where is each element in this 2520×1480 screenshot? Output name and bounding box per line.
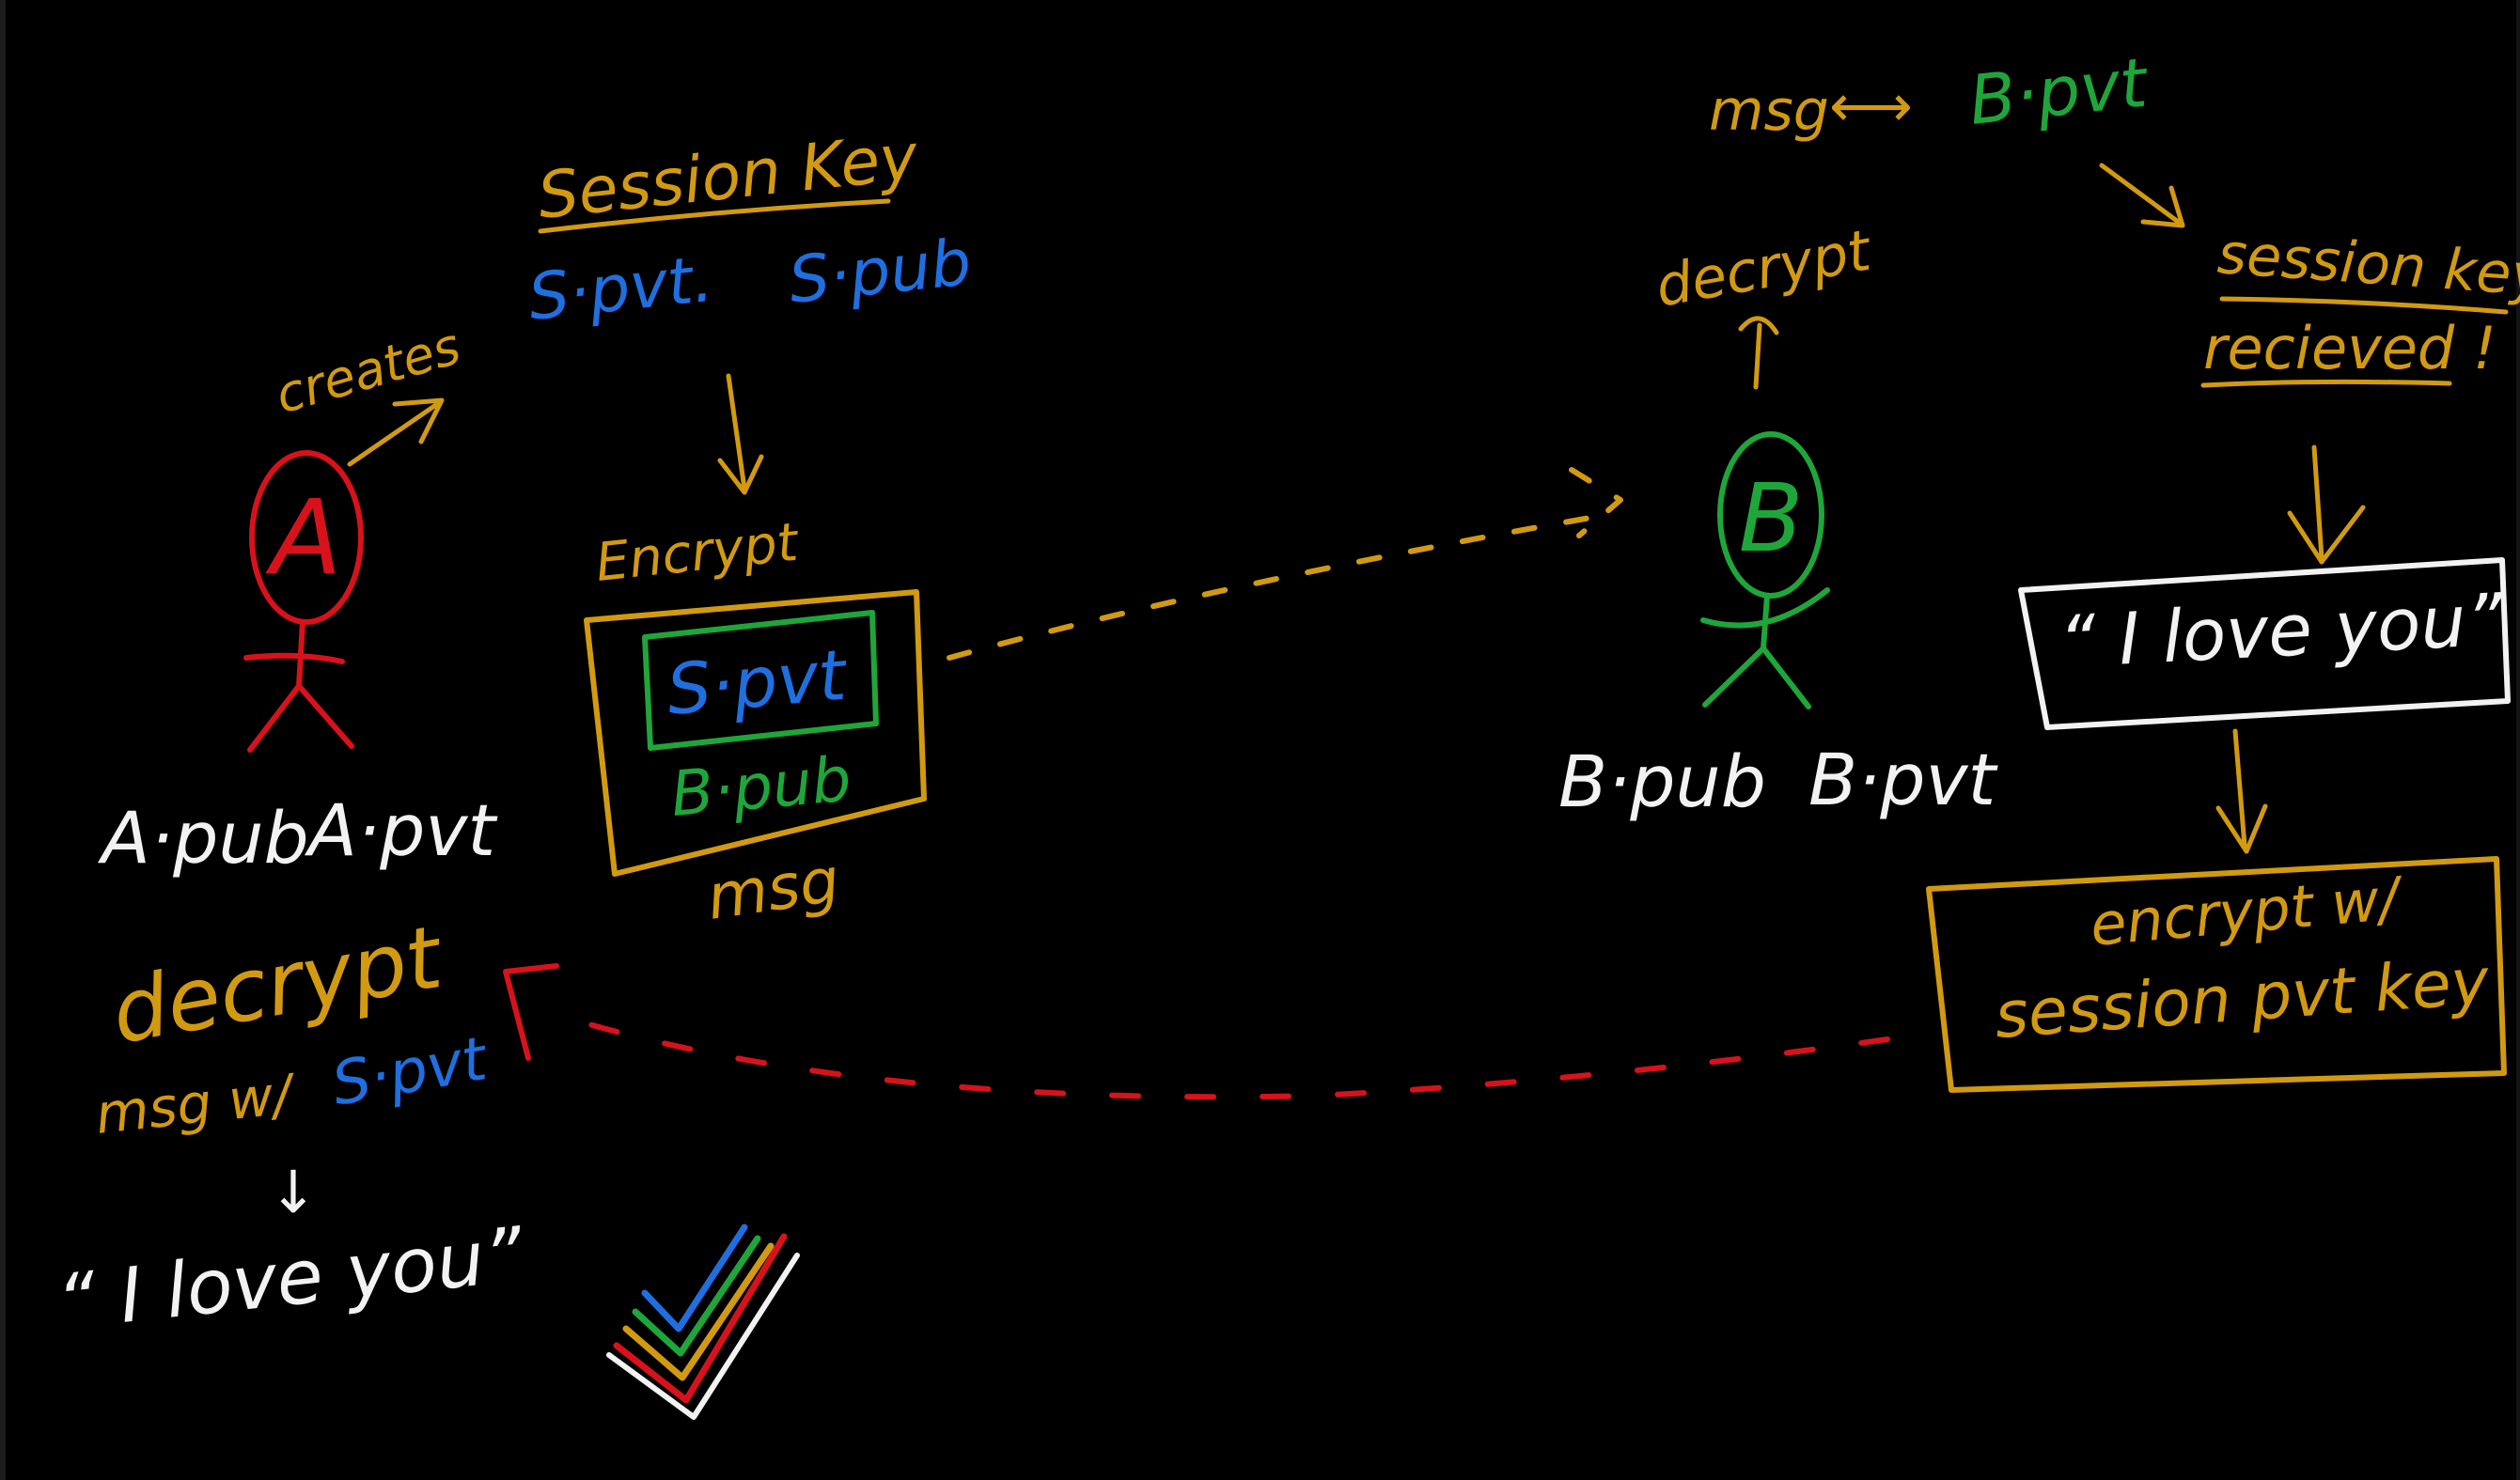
checkmark-stroke-green [632, 1235, 761, 1357]
received-underline-2 [2200, 379, 2452, 388]
alice-body [243, 619, 354, 753]
message-to-reply-arrow [2215, 728, 2268, 854]
relation-to-received-arrow [2099, 163, 2185, 228]
reply-to-alice-dashed-arrow [542, 1008, 1890, 1100]
creates-arrow [347, 397, 445, 467]
session-key-title: Session Key [535, 120, 922, 234]
session-pub-label: S·pub [786, 226, 975, 319]
message-box-text: “ I love you” [2057, 577, 2505, 684]
alice-head-circle [249, 450, 364, 625]
alice-result-text: “ I love you” [53, 1210, 527, 1347]
inner-bob-pub: B·pub [668, 743, 854, 831]
bob-head-circle [1717, 431, 1824, 599]
relation-arrow: ⟷ [1829, 71, 1913, 140]
encrypt-caption-msg: msg [703, 844, 844, 934]
session-pvt-label: S·pvt. [525, 242, 717, 335]
right-edge-strip [2516, 0, 2520, 1480]
bob-body [1700, 587, 1830, 709]
received-line1: session key [2215, 221, 2520, 309]
bob-pub-label: B·pub [1558, 740, 1766, 823]
message-box-outline [2018, 557, 2511, 730]
encrypt-box-outline [584, 589, 927, 877]
reply-box-line2: session pvt key [1993, 944, 2492, 1053]
relation-msg: msg [1709, 78, 1829, 144]
inner-session-pvt: S·pvt [664, 634, 852, 731]
relation-bob-pvt: B·pvt [1965, 42, 2152, 140]
bob-pvt-label: B·pvt [1808, 738, 1999, 821]
bob-decrypt-label: decrypt [1651, 218, 1877, 320]
session-key-underline [538, 198, 891, 234]
alice-letter: A [265, 477, 341, 598]
checkmark-stroke-white [606, 1253, 800, 1420]
alice-figure: A [243, 450, 364, 753]
alice-decrypt-msg: msg w/ [92, 1062, 299, 1146]
alice-decrypt-down-arrow: ↓ [269, 1158, 318, 1226]
session-to-encrypt-arrow [717, 373, 764, 495]
bob-figure: B [1700, 431, 1830, 709]
left-edge-strip [0, 0, 6, 1480]
received-to-message-arrow [2287, 444, 2366, 565]
bob-letter: B [1739, 463, 1804, 573]
encrypt-heading: Encrypt [593, 512, 803, 594]
checkmark-icon [606, 1223, 800, 1420]
checkmark-stroke-red [613, 1233, 788, 1404]
inner-key-box-outline [642, 610, 879, 751]
received-underline-1 [2219, 296, 2509, 315]
alice-pub-label: A·pub [97, 796, 309, 880]
alice-pvt-label: A·pvt [304, 788, 498, 872]
checkmark-stroke-blue [641, 1223, 748, 1332]
received-line2: recieved ! [2203, 314, 2497, 382]
send-to-bob-dashed-arrow [947, 467, 1623, 661]
checkmark-stroke-orange [622, 1242, 775, 1381]
reply-arrowhead [503, 963, 559, 1061]
alice-decrypt-key: S·pvt [327, 1024, 494, 1120]
bob-decrypt-arrow [1738, 316, 1779, 390]
reply-box-outline [1926, 856, 2507, 1093]
